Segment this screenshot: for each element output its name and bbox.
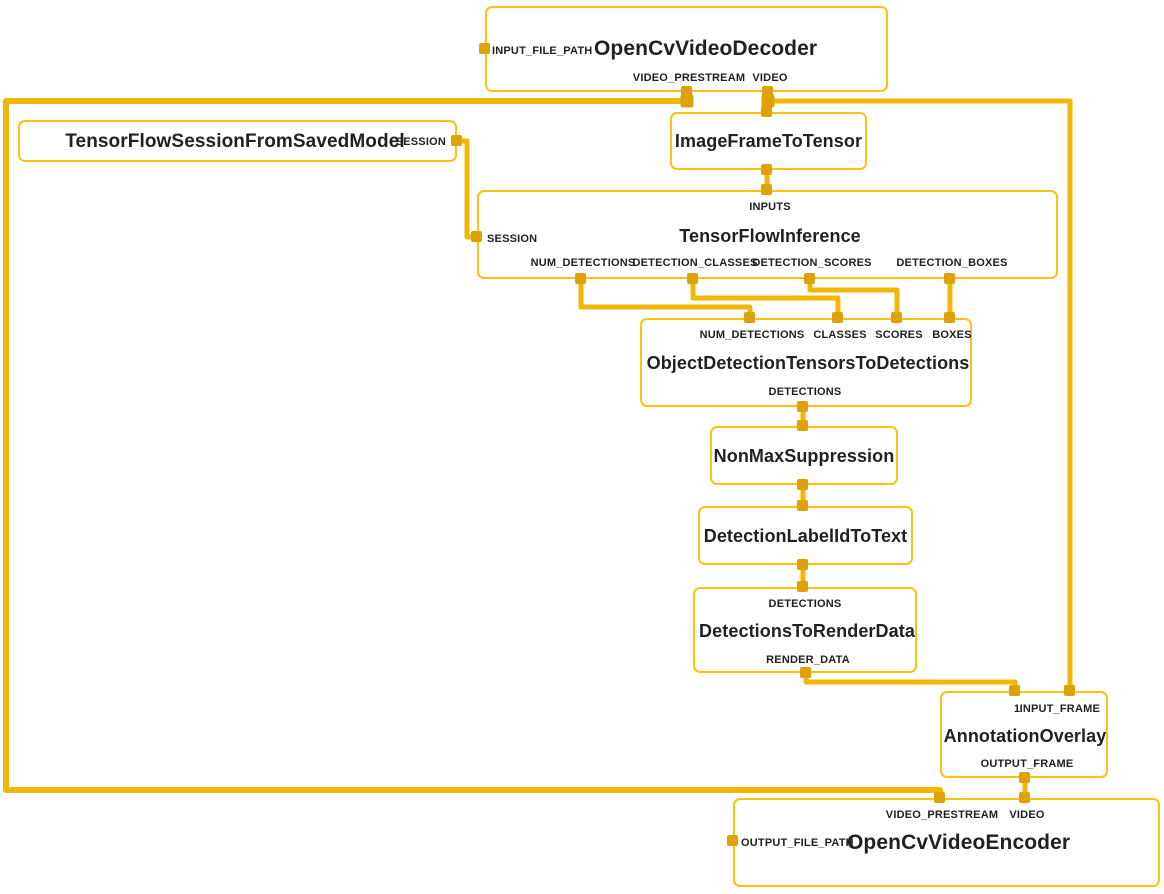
- port-inference-session[interactable]: [471, 231, 482, 242]
- port-label-output-file-path: OUTPUT_FILE_PATH: [741, 837, 854, 849]
- port-objdet-classes[interactable]: [832, 312, 843, 323]
- node-title: OpenCvVideoDecoder: [594, 37, 818, 60]
- port-label-classes: CLASSES: [813, 329, 867, 341]
- junction-video: [761, 94, 775, 108]
- port-label-num-detections: NUM_DETECTIONS: [699, 329, 805, 341]
- port-imageframe-out[interactable]: [761, 164, 772, 175]
- port-label-1: 1: [1013, 703, 1021, 715]
- node-tensorflow-session-from-saved-model[interactable]: TensorFlowSessionFromSavedModel SESSION: [18, 120, 457, 162]
- node-title: TensorFlowInference: [679, 226, 861, 246]
- port-label-input-file-path: INPUT_FILE_PATH: [492, 45, 593, 57]
- port-labelid-out[interactable]: [797, 559, 808, 570]
- port-encoder-video-prestream[interactable]: [934, 792, 945, 803]
- port-nms-in[interactable]: [797, 420, 808, 431]
- port-label-session: SESSION: [395, 136, 446, 148]
- edge-video-to-annotation-input-frame[interactable]: [768, 98, 1073, 691]
- port-label-detections: DETECTIONS: [768, 598, 842, 610]
- node-title: OpenCvVideoEncoder: [847, 831, 1071, 854]
- port-annotation-output-frame[interactable]: [1019, 772, 1030, 783]
- port-annotation-input-frame[interactable]: [1064, 685, 1075, 696]
- node-opencv-video-encoder[interactable]: VIDEO_PRESTREAM VIDEO OUTPUT_FILE_PATH O…: [733, 798, 1160, 887]
- port-label-video: VIDEO: [752, 72, 788, 84]
- port-decoder-video-prestream[interactable]: [681, 86, 692, 97]
- port-inference-detection-scores[interactable]: [804, 273, 815, 284]
- port-objdet-num-detections[interactable]: [744, 312, 755, 323]
- node-title: TensorFlowSessionFromSavedModel: [65, 131, 405, 152]
- node-title: NonMaxSuppression: [713, 445, 895, 466]
- port-encoder-output-file-path[interactable]: [727, 835, 738, 846]
- port-decoder-input-file-path[interactable]: [479, 43, 490, 54]
- port-objdet-detections[interactable]: [797, 401, 808, 412]
- port-imageframe-in[interactable]: [761, 106, 772, 117]
- node-title: ImageFrameToTensor: [674, 131, 863, 151]
- port-label-inputs: INPUTS: [749, 201, 791, 213]
- port-nms-out[interactable]: [797, 479, 808, 490]
- node-title: DetectionsToRenderData: [699, 621, 915, 641]
- port-renderdata-out[interactable]: [800, 667, 811, 678]
- port-label-detection-scores: DETECTION_SCORES: [752, 257, 872, 269]
- port-label-scores: SCORES: [875, 329, 923, 341]
- port-decoder-video[interactable]: [762, 86, 773, 97]
- port-annotation-1[interactable]: [1009, 685, 1020, 696]
- port-label-detections: DETECTIONS: [768, 386, 842, 398]
- port-label-input-frame: INPUT_FRAME: [1019, 703, 1100, 715]
- port-label-boxes: BOXES: [932, 329, 972, 341]
- node-title: ObjectDetectionTensorsToDetections: [646, 353, 970, 373]
- port-encoder-video[interactable]: [1019, 792, 1030, 803]
- edge-detection-classes[interactable]: [690, 279, 841, 318]
- port-label-video-prestream: VIDEO_PRESTREAM: [885, 809, 999, 821]
- port-label-video: VIDEO: [1009, 809, 1045, 821]
- port-label-output-frame: OUTPUT_FRAME: [980, 758, 1074, 770]
- port-label-num-detections: NUM_DETECTIONS: [530, 257, 636, 269]
- node-object-detection-tensors-to-detections[interactable]: NUM_DETECTIONS CLASSES SCORES BOXES Obje…: [640, 318, 972, 407]
- port-label-detection-boxes: DETECTION_BOXES: [896, 257, 1008, 269]
- port-inference-detection-boxes[interactable]: [944, 273, 955, 284]
- node-title: DetectionLabelIdToText: [703, 525, 908, 546]
- port-label-render-data: RENDER_DATA: [766, 654, 850, 666]
- port-label-video-prestream: VIDEO_PRESTREAM: [632, 72, 746, 84]
- port-inference-inputs[interactable]: [761, 184, 772, 195]
- port-objdet-boxes[interactable]: [944, 312, 955, 323]
- port-label-detection-classes: DETECTION_CLASSES: [632, 257, 758, 269]
- port-labelid-in[interactable]: [797, 500, 808, 511]
- node-detection-label-id-to-text[interactable]: DetectionLabelIdToText: [698, 506, 913, 565]
- node-opencv-video-decoder[interactable]: INPUT_FILE_PATH OpenCvVideoDecoder VIDEO…: [485, 6, 888, 92]
- node-annotation-overlay[interactable]: 1 INPUT_FRAME AnnotationOverlay OUTPUT_F…: [940, 691, 1108, 778]
- junction-video-prestream: [680, 94, 694, 108]
- node-tensorflow-inference[interactable]: INPUTS SESSION TensorFlowInference NUM_D…: [477, 190, 1058, 279]
- port-inference-num-detections[interactable]: [575, 273, 586, 284]
- port-session-out[interactable]: [451, 135, 462, 146]
- port-inference-detection-classes[interactable]: [687, 273, 698, 284]
- port-renderdata-detections[interactable]: [797, 581, 808, 592]
- node-title: AnnotationOverlay: [943, 726, 1107, 746]
- edge-detection-scores[interactable]: [807, 279, 900, 318]
- port-objdet-scores[interactable]: [891, 312, 902, 323]
- port-label-session: SESSION: [487, 233, 538, 245]
